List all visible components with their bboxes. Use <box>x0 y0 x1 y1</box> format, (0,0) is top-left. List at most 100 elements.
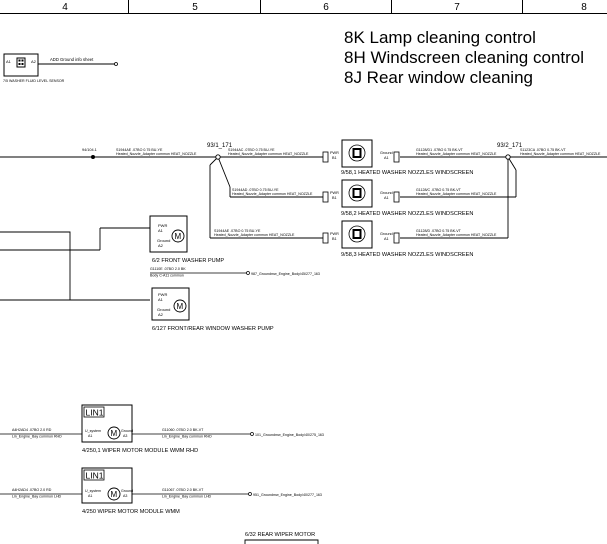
grid-col-8: 8 <box>581 2 587 13</box>
front-pump-wire2: Body C-A11 common <box>150 274 184 278</box>
nozzle3-gnd-pin: A1 <box>384 237 389 241</box>
nozzle1-gnd-pin: A1 <box>384 156 389 160</box>
wiper-rhd-lin: LIN1 <box>86 408 104 418</box>
nozzle3-out1: G1128/D .07BO 0.75 BK-VT <box>416 229 462 233</box>
nozzle3-pwr: PWR <box>330 232 339 236</box>
rear-pump-pwr: PWR <box>158 292 167 297</box>
nozzle1-out1: G1128/D1 .07BO 0.75 BK-VT <box>416 148 464 152</box>
grid-col-6: 6 <box>323 2 329 13</box>
wiper-out1: G11067 .07BO 2.0 BK-VT <box>162 488 204 492</box>
wiper-rhd-out1: G11060 .07BO 2.0 BK-VT <box>162 428 204 432</box>
wiper-rhd-caption: 4/250,1 WIPER MOTOR MODULE WMM RHD <box>82 448 198 454</box>
nozzle2-gnd-pin: A1 <box>384 196 389 200</box>
nozzle3-in2: Heated_Nozzle_Adapter common HEAT_NOZZLE <box>214 233 295 237</box>
nozzle2-out1: G1128/C .07BO 0.75 BK-VT <box>416 188 462 192</box>
front-pump-motor-symbol: M <box>175 232 182 241</box>
nozzle1-gnd: Ground <box>380 151 393 155</box>
wiper-pin-l-no: A1 <box>88 494 92 498</box>
wiper-pin-l: U_system <box>85 489 101 493</box>
wiper-rhd-dest: 101_Groundmw_Engine_Body/40/275_163 <box>255 433 324 437</box>
rear-pump-gnd-pin: A2 <box>158 312 164 317</box>
nozzle3-caption: 9/58,3 HEATED WASHER NOZZLES WINDSCREEN <box>341 252 473 258</box>
main-left-label2: Heated_Nozzle_Adapter common HEAT_NOZZLE <box>116 152 197 156</box>
wiper-caption: 4/250 WIPER MOTOR MODULE WMM <box>82 509 180 515</box>
nozzle2-out2: Heated_Nozzle_Adapter common HEAT_NOZZLE <box>416 192 497 196</box>
wiper-rhd-in1: A4H2AD4 .07BO 2.0 RD <box>12 428 52 432</box>
nozzle1-out2: Heated_Nozzle_Adapter common HEAT_NOZZLE <box>416 152 497 156</box>
wiper-rhd-motor-symbol: M <box>111 429 118 438</box>
nozzle2-in1: S1944AD .07BO 0.75 BU-YE <box>232 188 279 192</box>
main-mid-label1: S1944AC .07BO 0.75 BU-YE <box>228 148 275 152</box>
heated-nozzle-1: PWR B1 Ground A1 9/58,1 HEATED WASHER NO… <box>322 139 497 176</box>
wiper-in1: A4H2AD4 .07BO 2.0 RD <box>12 488 52 492</box>
grid-header <box>0 0 607 14</box>
nozzle3-pwr-pin: B1 <box>332 237 337 241</box>
grid-col-7: 7 <box>454 2 460 13</box>
front-pump-ground-dest: 987_Groundmw_Engine_Body/45/277_163 <box>251 272 320 276</box>
nozzle3-out2: Heated_Nozzle_Adapter common HEAT_NOZZLE <box>416 233 497 237</box>
rear-pump-pwr-pin: A1 <box>158 297 164 302</box>
splice-right <box>505 154 511 160</box>
front-washer-pump: M PWR A1 Ground A2 6/2 FRONT WASHER PUMP… <box>0 215 320 301</box>
nozzle1-pwr-pin: B1 <box>332 156 337 160</box>
nozzle2-caption: 9/58,2 HEATED WASHER NOZZLES WINDSCREEN <box>341 211 473 217</box>
nozzle3-gnd: Ground <box>380 232 393 236</box>
wiper-module: LIN1 M U_system A1 Ground A3 A4H2AD4 .07… <box>0 467 322 515</box>
main-left-label1: S1944AE .07BO 0.75 BU-YE <box>116 148 163 152</box>
wiper-lin: LIN1 <box>86 471 104 481</box>
nozzle3-in1: S1944AE .07BO 0.75 BU-YE <box>214 229 261 233</box>
splice-right-label: 93/2_171 <box>497 143 523 149</box>
wiper-rhd-pin-l: U_system <box>85 429 101 433</box>
main-right-label2: Heated_Nozzle_Adapter common HEAT_NOZZLE <box>520 152 601 156</box>
wiper-rhd-out2: Lin_Engine_Bay common RHD <box>162 435 212 439</box>
front-pump-gnd: Ground <box>157 238 170 243</box>
nozzle1-caption: 9/58,1 HEATED WASHER NOZZLES WINDSCREEN <box>341 170 473 176</box>
wiper-rhd-in2: Lin_Engine_Bay common RHD <box>12 435 62 439</box>
washer-fluid-sensor: A1 A2 ADD Ground info sheet 7/5 WASHER F… <box>3 53 118 83</box>
sensor-pin-a2: A2 <box>31 59 37 64</box>
splice-left-label: 93/1_171 <box>207 143 233 149</box>
rear-pump-motor-symbol: M <box>177 302 184 311</box>
heated-nozzle-2: PWR B1 Ground A1 9/58,2 HEATED WASHER NO… <box>232 179 497 217</box>
front-pump-gnd-pin: A2 <box>158 243 164 248</box>
grid-col-5: 5 <box>192 2 198 13</box>
rear-pump-caption: 6/127 FRONT/REAR WINDOW WASHER PUMP <box>152 326 274 332</box>
sensor-pin-a1: A1 <box>6 59 12 64</box>
node-dot-left <box>91 155 95 159</box>
wiper-rhd-pin-l-no: A1 <box>88 434 92 438</box>
splice-left <box>215 154 221 160</box>
rear-pump-gnd: Ground <box>157 307 170 312</box>
main-heater-wire <box>0 156 607 239</box>
wiper-module-rhd: LIN1 M U_system A1 Ground A3 A4H2AD4 .07… <box>0 404 324 454</box>
nozzle2-pwr: PWR <box>330 191 339 195</box>
wiper-motor-symbol: M <box>111 490 118 499</box>
nozzle2-gnd: Ground <box>380 191 393 195</box>
wiper-out2: Lin_Engine_Bay common LHD <box>162 495 212 499</box>
front-pump-pwr-pin: A1 <box>158 228 164 233</box>
front-pump-wire1: G1110E .07BO 2.0 BK <box>150 267 186 271</box>
nozzle2-in2: Heated_Nozzle_Adapter common HEAT_NOZZLE <box>232 192 313 196</box>
sensor-caption: 7/5 WASHER FLUID LEVEL SENSOR <box>3 79 65 83</box>
main-right-label1: S1123CA .07BO 0.75 BK-VT <box>520 148 566 152</box>
main-mid-label2: Heated_Nozzle_Adapter common HEAT_NOZZLE <box>228 152 309 156</box>
rear-window-washer-pump: M PWR A1 Ground A2 6/127 FRONT/REAR WIND… <box>151 287 274 332</box>
wiper-pin-r-no: A3 <box>123 494 127 498</box>
rear-wiper-motor: 6/32 REAR WIPER MOTOR <box>244 532 319 544</box>
front-pump-caption: 6/2 FRONT WASHER PUMP <box>152 258 224 264</box>
wiper-pin-r: Ground <box>121 489 133 493</box>
grid-col-4: 4 <box>62 2 68 13</box>
wiper-in2: Lin_Engine_Bay common LHD <box>12 495 62 499</box>
heated-nozzle-3: PWR B1 Ground A1 9/58,3 HEATED WASHER NO… <box>214 220 497 258</box>
front-pump-pwr: PWR <box>158 223 167 228</box>
sensor-ground-note: ADD Ground info sheet <box>50 57 94 62</box>
wiper-rhd-pin-r: Ground <box>121 429 133 433</box>
wiper-rhd-pin-r-no: A3 <box>123 434 127 438</box>
title-windscreen-cleaning: 8H Windscreen cleaning control <box>344 48 584 67</box>
title-lamp-cleaning: 8K Lamp cleaning control <box>344 28 536 47</box>
nozzle1-pwr: PWR <box>330 151 339 155</box>
rear-wiper-caption: 6/32 REAR WIPER MOTOR <box>245 532 315 538</box>
node-left-label: 94/104.1 <box>82 148 97 152</box>
wiper-dest: 951_Groundmw_Engine_Body/40/277_163 <box>253 493 322 497</box>
title-rear-window-cleaning: 8J Rear window cleaning <box>344 68 533 87</box>
